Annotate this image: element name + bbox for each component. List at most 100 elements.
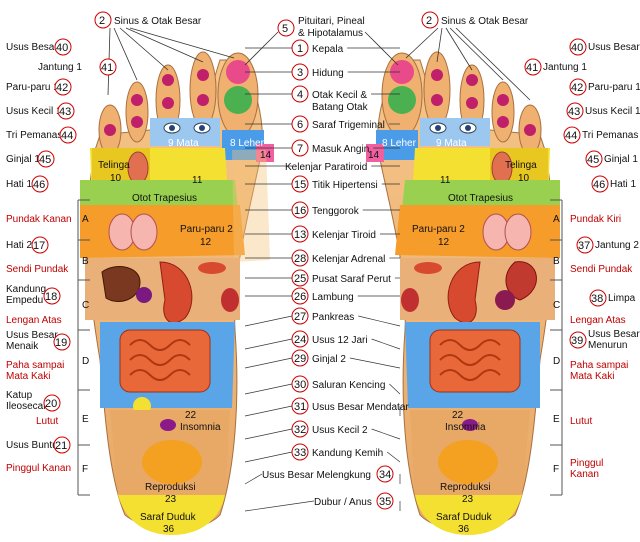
right-saraf-num: 36: [458, 524, 470, 535]
right-small-intestine: [429, 329, 521, 393]
center-num-31: 31: [294, 401, 306, 413]
right-jantung2: Jantung 2: [595, 240, 639, 251]
center-num-4: 4: [297, 89, 303, 101]
left-insomnia-label: Insomnia: [180, 422, 221, 433]
left-otot-num: 11: [192, 175, 203, 186]
left-lengan-atas: Lengan Atas: [6, 315, 62, 326]
right-num-38: 38: [591, 293, 603, 305]
right-paru2-label: Paru-paru 2: [412, 224, 465, 235]
center-num-35: 35: [379, 496, 391, 508]
left-hati1: Hati 1: [6, 179, 33, 190]
left-spot-f: [131, 116, 143, 128]
right-foot: [366, 51, 560, 535]
center-label-32: Usus Kecil 2: [312, 425, 368, 436]
left-num-19: 19: [55, 337, 67, 349]
left-spot-g: [104, 124, 116, 136]
right-ginjal1: Ginjal 1: [604, 154, 638, 165]
left-num-46: 46: [33, 179, 45, 191]
left-leher-label: 8 Leher: [230, 138, 265, 149]
left-ginjal1: Ginjal 1: [6, 154, 40, 165]
top-sinus-num-right: 2: [426, 15, 432, 27]
right-tri-pemanas: Tri Pemanas: [582, 130, 638, 141]
left-usus-besar-menaik-1: Usus Besar: [6, 330, 58, 341]
right-pituitary-spot: [390, 60, 414, 84]
right-paha-2: Mata Kaki: [570, 371, 614, 382]
left-insomnia-spot: [160, 419, 176, 431]
top-leader-lines: [107, 27, 531, 101]
center-label-paratiroid: Kelenjar Paratiroid: [285, 162, 367, 173]
left-zone-c: C: [82, 300, 89, 311]
right-telinga-label: Telinga: [505, 160, 537, 171]
leader-line-left-17: [244, 405, 293, 417]
left-spot-d: [162, 97, 174, 109]
left-paha-2: Mata Kaki: [6, 371, 50, 382]
center-num-15: 15: [294, 179, 306, 191]
right-sendi-pundak: Sendi Pundak: [570, 264, 633, 275]
left-kandung-1: Kandung: [6, 284, 46, 295]
left-otot-label: Otot Trapesius: [132, 193, 197, 204]
leader-line-left-13: [244, 315, 293, 327]
right-jantung1: Jantung 1: [543, 62, 587, 73]
center-num-24: 24: [294, 334, 306, 346]
left-num-45: 45: [39, 154, 51, 166]
right-reproduksi-label: Reproduksi: [440, 482, 491, 493]
right-zone-a: A: [553, 214, 560, 225]
right-sciatic-zone: [415, 495, 522, 535]
left-saraf-label: Saraf Duduk: [140, 512, 197, 523]
left-katup-2: Ileosecal: [6, 401, 45, 412]
left-insomnia-num: 22: [185, 410, 197, 421]
right-paru1: Paru-paru 1: [588, 82, 640, 93]
left-num-40: 40: [56, 42, 68, 54]
right-leher-num: 14: [368, 150, 380, 161]
right-mata-label: 9 Mata: [436, 138, 467, 149]
right-pinggul-2: Kanan: [570, 469, 599, 480]
center-num-13: 13: [294, 229, 306, 241]
leader-line-left-15: [244, 357, 293, 369]
left-num-20: 20: [45, 398, 57, 410]
center-num-32: 32: [294, 424, 306, 436]
center-num-30: 30: [294, 379, 306, 391]
center-label-13: Kelenjar Tiroid: [312, 230, 376, 241]
leader-line-right-16: [389, 383, 401, 395]
center-num-7: 7: [297, 143, 303, 155]
center-label-1: Kepala: [312, 44, 344, 55]
left-foot: [80, 51, 274, 535]
left-lutut: Lutut: [36, 416, 58, 427]
center-num-16: 16: [294, 205, 306, 217]
left-hati2: Hati 2: [6, 240, 33, 251]
left-small-intestine: [119, 329, 211, 393]
left-pituitary-spot: [226, 60, 250, 84]
left-paru1: Paru-paru 1: [6, 82, 59, 93]
left-side-labels: Usus Besar 40 Jantung 1 41 Paru-paru 1 4…: [6, 38, 117, 474]
center-label-27: Pankreas: [312, 312, 354, 323]
center-label-4: Otak Kecil &: [312, 90, 367, 101]
right-insomnia-num: 22: [452, 410, 464, 421]
left-num-43: 43: [59, 106, 71, 118]
right-spleen-spot: [495, 290, 515, 310]
right-num-45: 45: [587, 154, 599, 166]
left-num-17: 17: [33, 240, 45, 252]
left-reproduksi-label: Reproduksi: [145, 482, 196, 493]
left-stomach-icon: [159, 261, 193, 324]
left-num-18: 18: [45, 291, 57, 303]
right-otot-num: 11: [440, 175, 451, 186]
left-reproduksi-num: 23: [165, 494, 177, 505]
right-eye-zone: [420, 118, 490, 146]
leader-line-right-15: [349, 357, 401, 369]
right-pundak-kiri: Pundak Kiri: [570, 214, 621, 225]
center-num-3: 3: [297, 67, 303, 79]
right-num-41: 41: [526, 62, 538, 74]
left-toe-2: [189, 51, 217, 129]
right-limpa: Limpa: [608, 293, 636, 304]
center-label-29: Ginjal 2: [312, 354, 346, 365]
right-paru2-num: 12: [438, 237, 450, 248]
right-reproduksi-num: 23: [462, 494, 474, 505]
center-label-24: Usus 12 Jari: [312, 335, 368, 346]
center-num-33: 33: [294, 447, 306, 459]
center-label-25: Pusat Saraf Perut: [312, 274, 391, 285]
center-label-16: Tenggorok: [312, 206, 360, 217]
center-label-31: Usus Besar Mendatar: [312, 402, 409, 413]
left-zone-f: F: [82, 464, 88, 475]
right-usus-besar-menurun-1: Usus Besar: [588, 329, 640, 340]
